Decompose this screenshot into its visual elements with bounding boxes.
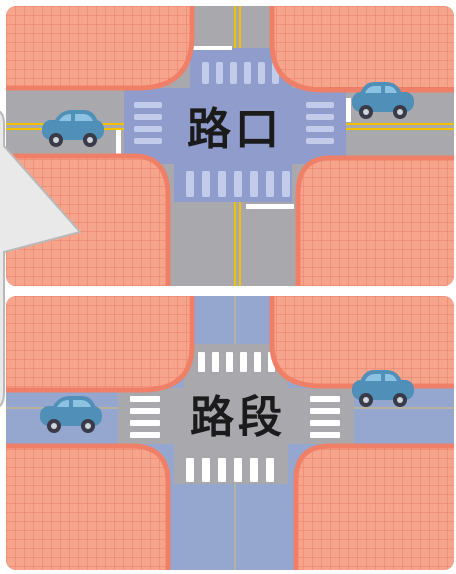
city-block bbox=[6, 153, 171, 286]
stop-line bbox=[246, 204, 294, 209]
crosswalk-left bbox=[134, 102, 162, 144]
crosswalk-bottom bbox=[186, 171, 290, 197]
city-block bbox=[269, 6, 454, 93]
crosswalk-right bbox=[306, 102, 334, 144]
intersection-panel: 路口 bbox=[6, 6, 454, 286]
crosswalk-bottom bbox=[186, 458, 274, 482]
road-segment-label: 路段 bbox=[190, 392, 286, 443]
stop-line bbox=[346, 98, 351, 122]
car-icon bbox=[352, 82, 414, 119]
road-segment-panel: 路段 bbox=[6, 296, 454, 570]
city-block bbox=[6, 6, 195, 91]
intersection-area bbox=[118, 344, 354, 484]
stop-line bbox=[192, 46, 232, 50]
road-segment-illustration: 路段 bbox=[6, 296, 454, 570]
city-block bbox=[6, 296, 195, 393]
stop-line bbox=[116, 130, 121, 154]
city-block bbox=[269, 296, 454, 389]
car-icon bbox=[40, 396, 102, 433]
intersection-illustration: 路口 bbox=[6, 6, 454, 286]
city-block bbox=[293, 443, 454, 570]
city-block bbox=[295, 155, 454, 286]
intersection-label: 路口 bbox=[187, 104, 283, 155]
crosswalk-right bbox=[310, 396, 340, 438]
crosswalk-left bbox=[130, 396, 160, 438]
city-block bbox=[6, 443, 171, 570]
car-icon bbox=[352, 370, 414, 407]
intersection-area bbox=[124, 48, 346, 202]
